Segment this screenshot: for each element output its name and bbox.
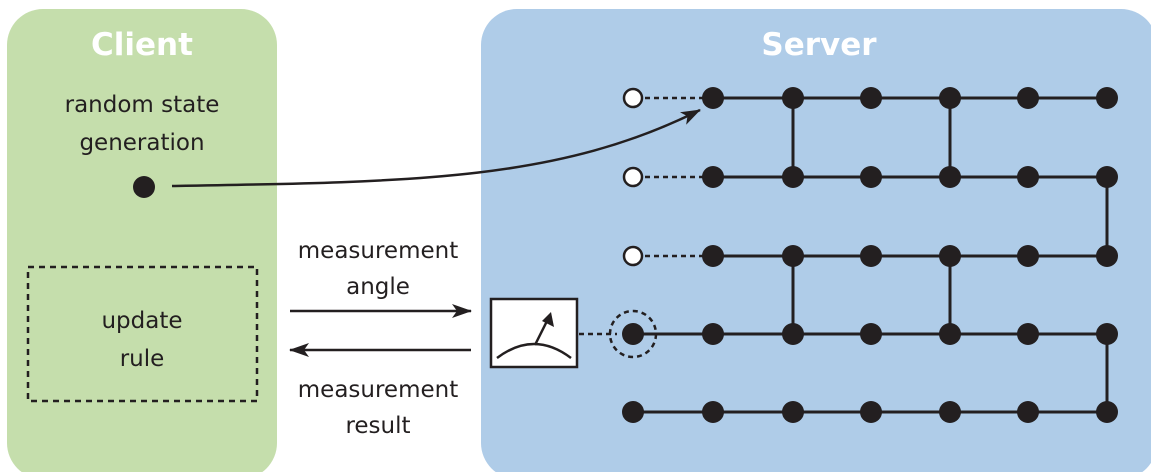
server-panel (481, 9, 1151, 472)
graph-node (1096, 245, 1118, 267)
graph-node (860, 166, 882, 188)
graph-node (860, 323, 882, 345)
cluster-state-graph (579, 87, 1118, 423)
input-qubit-open-1 (622, 87, 644, 109)
graph-nodes (622, 87, 1118, 423)
graph-node (1096, 323, 1118, 345)
graph-node (1096, 87, 1118, 109)
graph-node (939, 401, 961, 423)
random-state-label-line1: random state (65, 92, 220, 118)
graph-node (1017, 323, 1039, 345)
angle-label-line1: measurement (298, 238, 458, 264)
graph-node (1017, 166, 1039, 188)
graph-node (702, 245, 724, 267)
random-state-label-line2: generation (79, 130, 204, 156)
graph-node (939, 166, 961, 188)
graph-node (939, 87, 961, 109)
input-qubit-open-2 (622, 166, 644, 188)
result-label-line2: result (345, 413, 410, 439)
graph-node (1096, 401, 1118, 423)
measured-qubit-ring (608, 309, 658, 359)
graph-node (782, 87, 804, 109)
graph-node (1096, 166, 1118, 188)
graph-node (782, 245, 804, 267)
angle-label-line2: angle (346, 274, 410, 300)
input-qubit-open-3 (622, 245, 644, 267)
server-title: Server (761, 27, 877, 63)
measured-qubit (622, 323, 644, 345)
graph-node (702, 87, 724, 109)
graph-node (782, 401, 804, 423)
graph-node (702, 401, 724, 423)
graph-node (1017, 245, 1039, 267)
graph-node (860, 401, 882, 423)
client-title: Client (91, 27, 193, 63)
result-label-line1: measurement (298, 377, 458, 403)
update-rule-label-line1: update (101, 308, 182, 334)
graph-node (622, 401, 644, 423)
graph-node (782, 166, 804, 188)
graph-node (702, 166, 724, 188)
graph-node (782, 323, 804, 345)
graph-node (860, 245, 882, 267)
client-panel (7, 9, 277, 472)
update-rule-label-line2: rule (120, 346, 165, 372)
measurement-device-icon (489, 297, 579, 369)
graph-node (939, 245, 961, 267)
graph-node (1017, 401, 1039, 423)
graph-node (702, 323, 724, 345)
update-rule-box (26, 265, 259, 403)
random-state-qubit (133, 176, 155, 198)
graph-node (860, 87, 882, 109)
state-transfer-arrow (171, 108, 701, 188)
graph-node (1017, 87, 1039, 109)
graph-node (939, 323, 961, 345)
